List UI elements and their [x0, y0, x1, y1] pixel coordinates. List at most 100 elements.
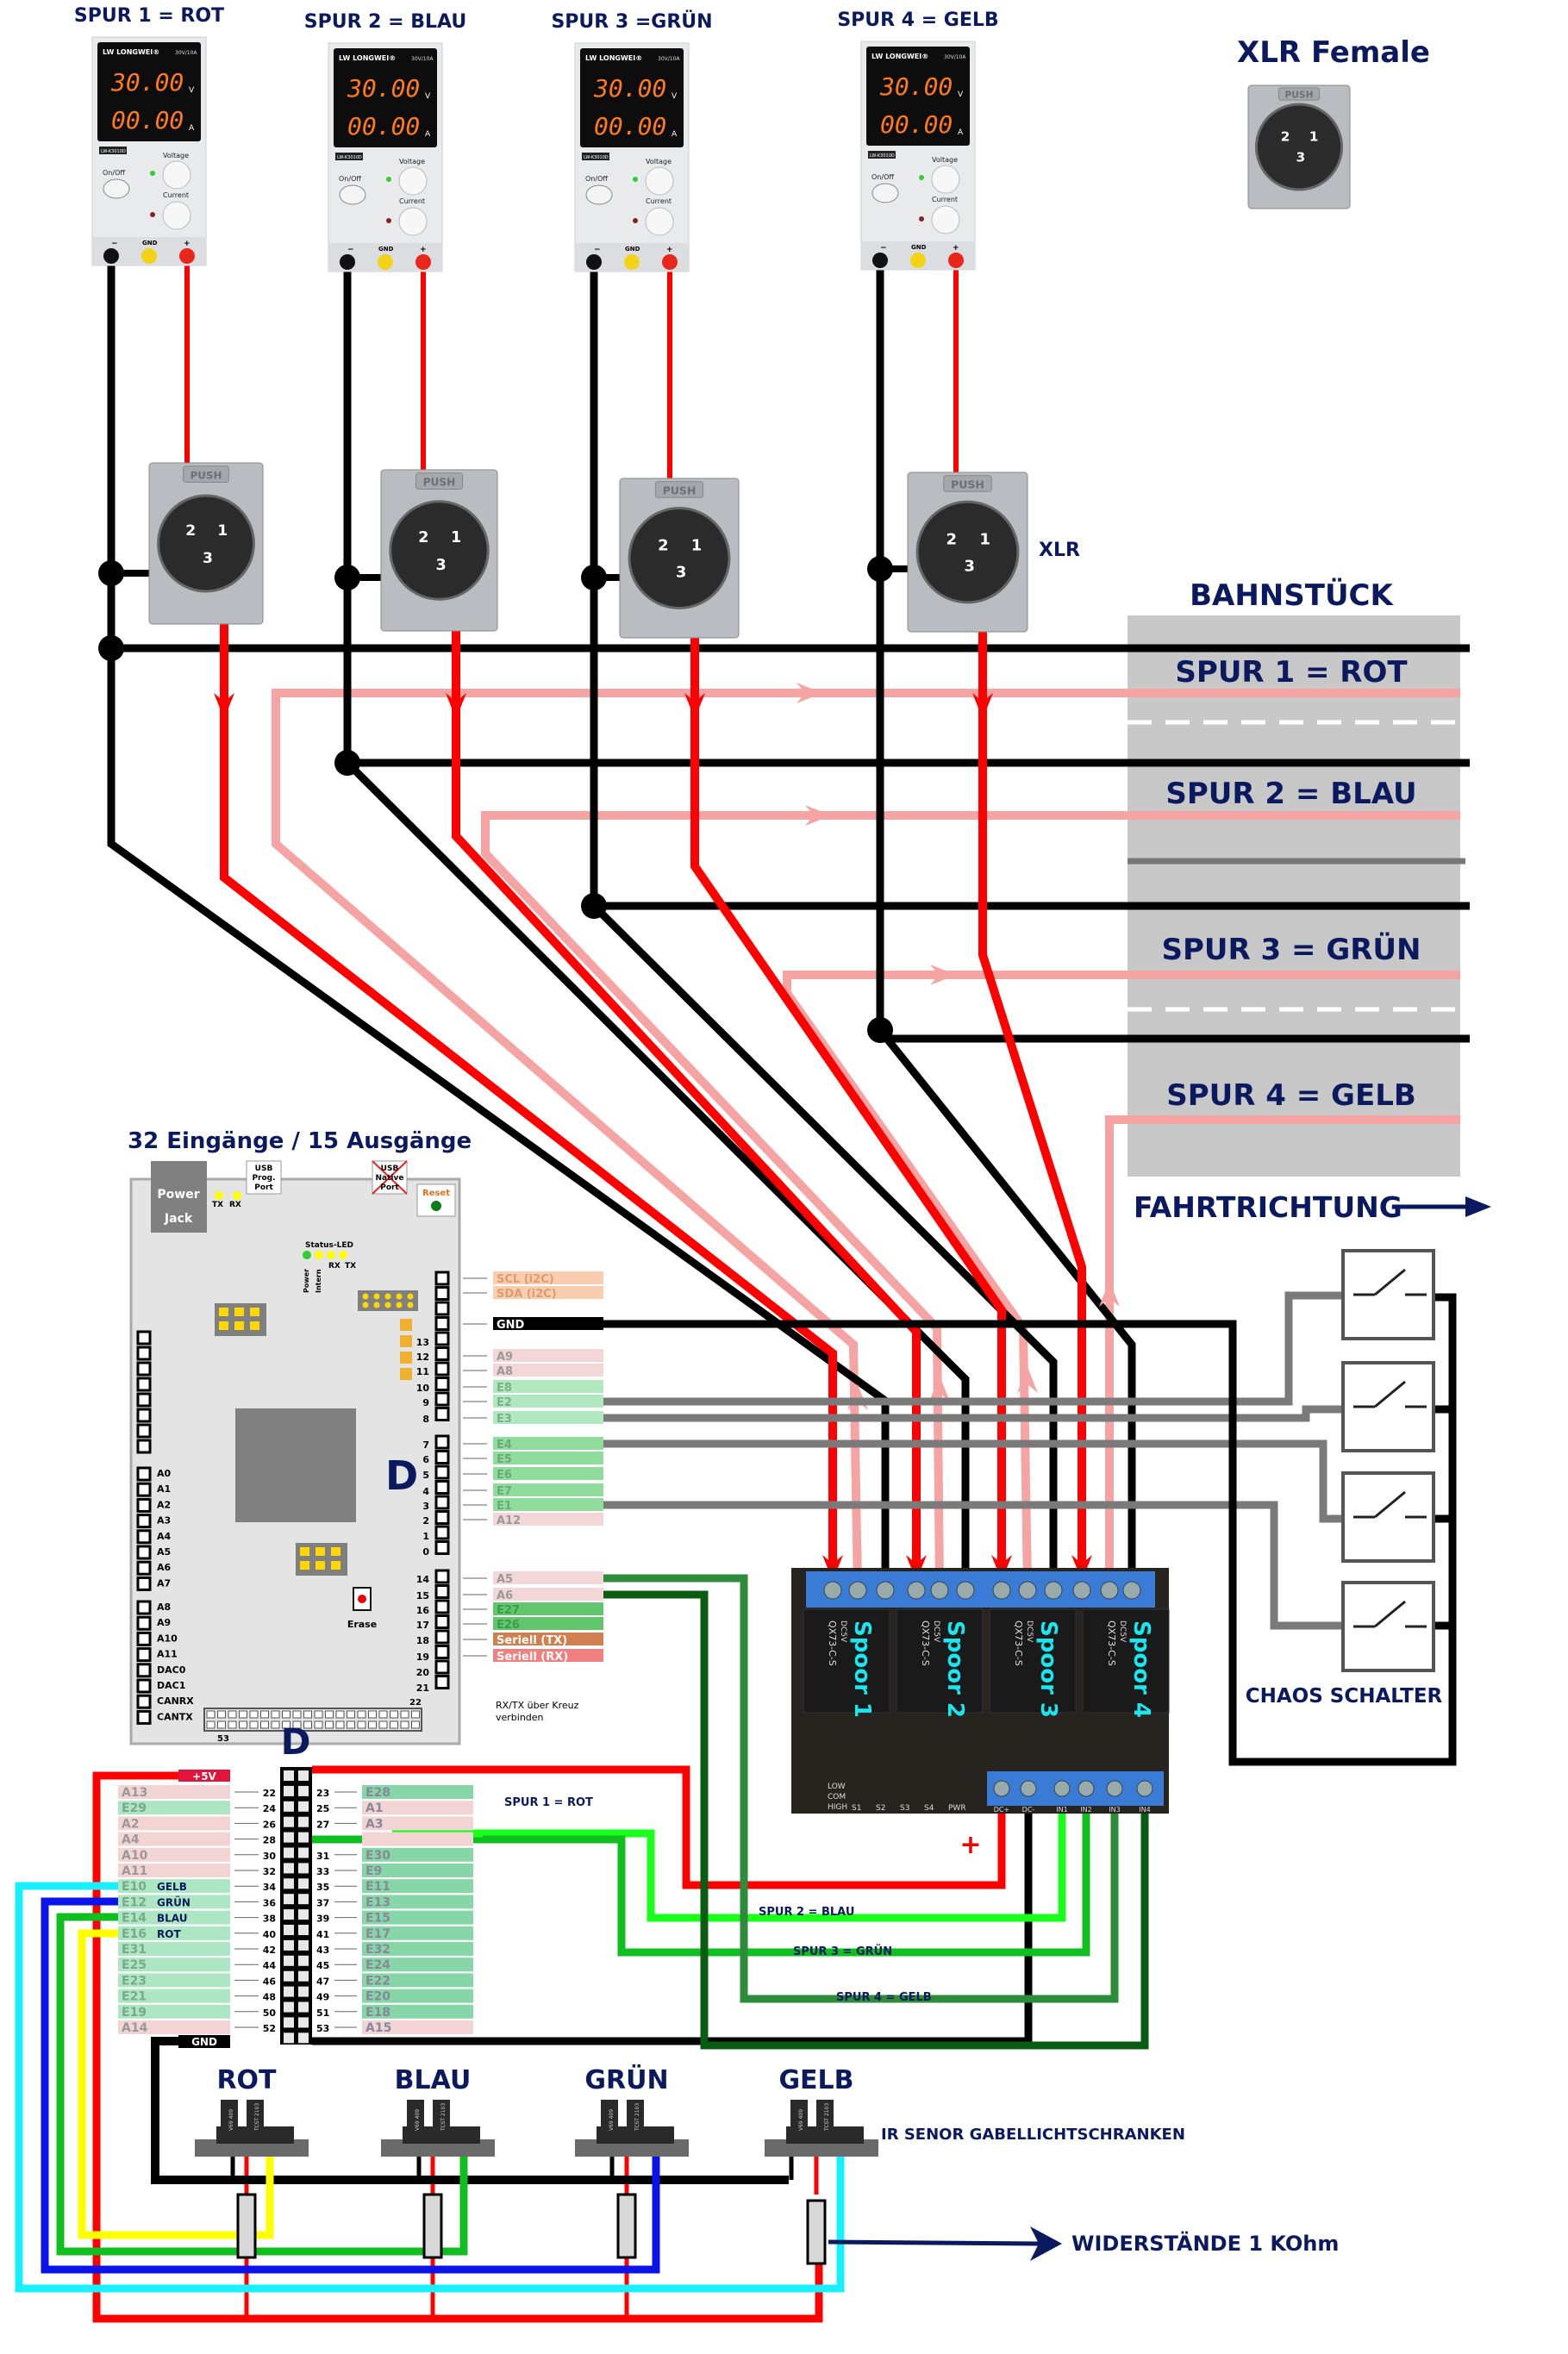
pin-number: 48	[263, 1992, 276, 2003]
psu-brand: LW LONGWEI®	[871, 53, 928, 60]
pin-label-box	[118, 2004, 230, 2019]
wire-pink-spur-1	[272, 689, 1460, 1589]
pin-number: 36	[263, 1897, 277, 1908]
pin-function-label: E14	[122, 1912, 147, 1926]
header-pin	[136, 1482, 152, 1497]
jumper-pin	[331, 1547, 340, 1556]
sensor-detector	[627, 2100, 644, 2134]
junction-dot	[867, 1017, 893, 1043]
pin-number: 34	[263, 1882, 277, 1893]
psu-model-tag	[99, 147, 127, 154]
reset-label: Reset	[422, 1189, 450, 1198]
arrow-right-icon	[805, 805, 831, 826]
header-pin	[292, 1720, 302, 1729]
status-power-label: Power	[303, 1269, 310, 1293]
psu-voltage-label: Voltage	[932, 156, 958, 164]
wire-5v-sensors	[92, 1771, 823, 2323]
psu-current-readout: 00.00	[594, 112, 666, 140]
jumper-label: LOW	[828, 1783, 846, 1791]
jumper-pin	[300, 1561, 309, 1570]
psu-minus-label: −	[880, 244, 887, 253]
psu-plus-label: +	[420, 246, 427, 254]
spi-pin	[396, 1302, 403, 1308]
double-header	[280, 1767, 312, 2045]
psu-current-knob	[931, 205, 960, 234]
jumper-pin	[315, 1547, 325, 1556]
analog-pin-label: A7	[157, 1577, 171, 1589]
psu-voltage-readout: 30.00	[110, 68, 184, 97]
psu-cv-led	[919, 175, 924, 180]
header-pin	[260, 1720, 269, 1729]
psu-voltage-knob	[931, 165, 960, 194]
xlr-pin-2: 2	[946, 530, 957, 548]
psu-current-label: Current	[932, 196, 958, 203]
header-pin	[434, 1286, 450, 1301]
pin-function-label: E16	[122, 1927, 147, 1941]
resistor	[236, 2193, 257, 2259]
psu-power-button	[871, 183, 899, 203]
relay-model: QX73-C-S	[1013, 1620, 1024, 1666]
pin-label-box	[362, 2020, 473, 2034]
header-pin	[298, 1816, 309, 1827]
header-pin	[136, 1346, 152, 1361]
pin-label-box	[493, 1452, 603, 1464]
power-jack-label: Power	[157, 1188, 199, 1202]
pin-function-label: E6	[497, 1469, 512, 1482]
pin-number: 31	[316, 1851, 329, 1862]
psu-gnd-terminal	[378, 254, 393, 270]
header-pin	[284, 2032, 294, 2044]
header-pin	[434, 1316, 450, 1331]
screw-terminal	[848, 1581, 867, 1600]
psu-gnd-terminal	[141, 248, 157, 264]
pin-function-label: Seriell (TX)	[497, 1634, 567, 1647]
sensor-part-b: TCST 2103	[440, 2103, 447, 2132]
psu-voltage-label: Voltage	[163, 152, 189, 159]
psu-a-unit: A	[958, 128, 964, 137]
sensor-color-note: GELB	[157, 1881, 187, 1893]
pin-label-box	[362, 1847, 473, 1862]
sensor-color-note: GRÜN	[157, 1895, 191, 1908]
header-pin	[298, 1970, 309, 1982]
psu-current-readout: 00.00	[880, 110, 953, 139]
pin-number: 51	[316, 2007, 329, 2019]
header-pin	[325, 1710, 334, 1719]
header-pin	[411, 1720, 420, 1729]
xlr-push-label: PUSH	[423, 477, 456, 489]
wire-in1	[392, 1801, 1066, 1922]
pin-label-box	[118, 1801, 230, 1815]
sensor-part-a: V69 409	[609, 2109, 615, 2131]
spi-pin	[373, 1293, 380, 1300]
reset-button-box	[416, 1183, 456, 1217]
header-pin	[400, 1720, 409, 1729]
xlr-push-label: PUSH	[191, 470, 222, 482]
psu-gnd-label: GND	[911, 244, 927, 251]
switch-lever-icon	[1374, 1380, 1406, 1408]
wire-black-spur-2	[343, 265, 970, 1589]
pin-label-box	[493, 1649, 603, 1662]
screw-terminal	[1136, 1780, 1153, 1797]
sensor-part-a: V69 409	[415, 2109, 421, 2131]
jumper-label: COM	[828, 1793, 846, 1801]
led-13-cluster	[400, 1368, 412, 1380]
header-pin	[390, 1710, 398, 1719]
rx-led	[233, 1191, 241, 1200]
usb-prog-label: USB	[255, 1165, 273, 1173]
spi-pin	[384, 1293, 391, 1300]
pin-label-box	[118, 1832, 230, 1846]
psu-brand: LW LONGWEI®	[339, 54, 396, 62]
header-pin	[284, 1955, 294, 1966]
pin-function-label: E32	[365, 1943, 390, 1957]
pin-number: 24	[263, 1803, 277, 1814]
header-pin	[368, 1720, 377, 1729]
header-pin	[249, 1720, 259, 1729]
header-pin	[136, 1497, 152, 1513]
psu-model: LW-K3010D	[101, 149, 126, 154]
pin-label-box	[493, 1617, 603, 1630]
relay-spec: DC5V	[1118, 1620, 1127, 1643]
psu-plus-terminal	[948, 253, 964, 268]
pin-label-box	[493, 1633, 603, 1645]
xlr-pin-2: 2	[185, 522, 196, 540]
relay-spec: DC5V	[1025, 1620, 1034, 1643]
